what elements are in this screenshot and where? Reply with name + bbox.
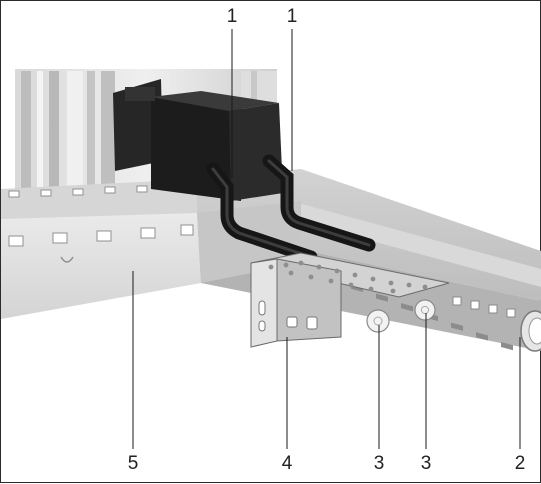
leader-lines — [132, 29, 521, 449]
callout-label: 1 — [286, 6, 298, 27]
callout-label: 1 — [226, 6, 238, 27]
rail-end-ring — [520, 310, 541, 352]
callout-label: 5 — [127, 453, 139, 474]
mounting-bracket — [250, 252, 450, 348]
callout-label: 4 — [281, 453, 293, 474]
front-rail — [1, 179, 301, 319]
callout-label: 3 — [373, 453, 385, 474]
screws — [366, 299, 436, 333]
callout-label: 3 — [420, 453, 432, 474]
callout-label: 2 — [514, 453, 526, 474]
bent-pipes — [206, 154, 376, 264]
